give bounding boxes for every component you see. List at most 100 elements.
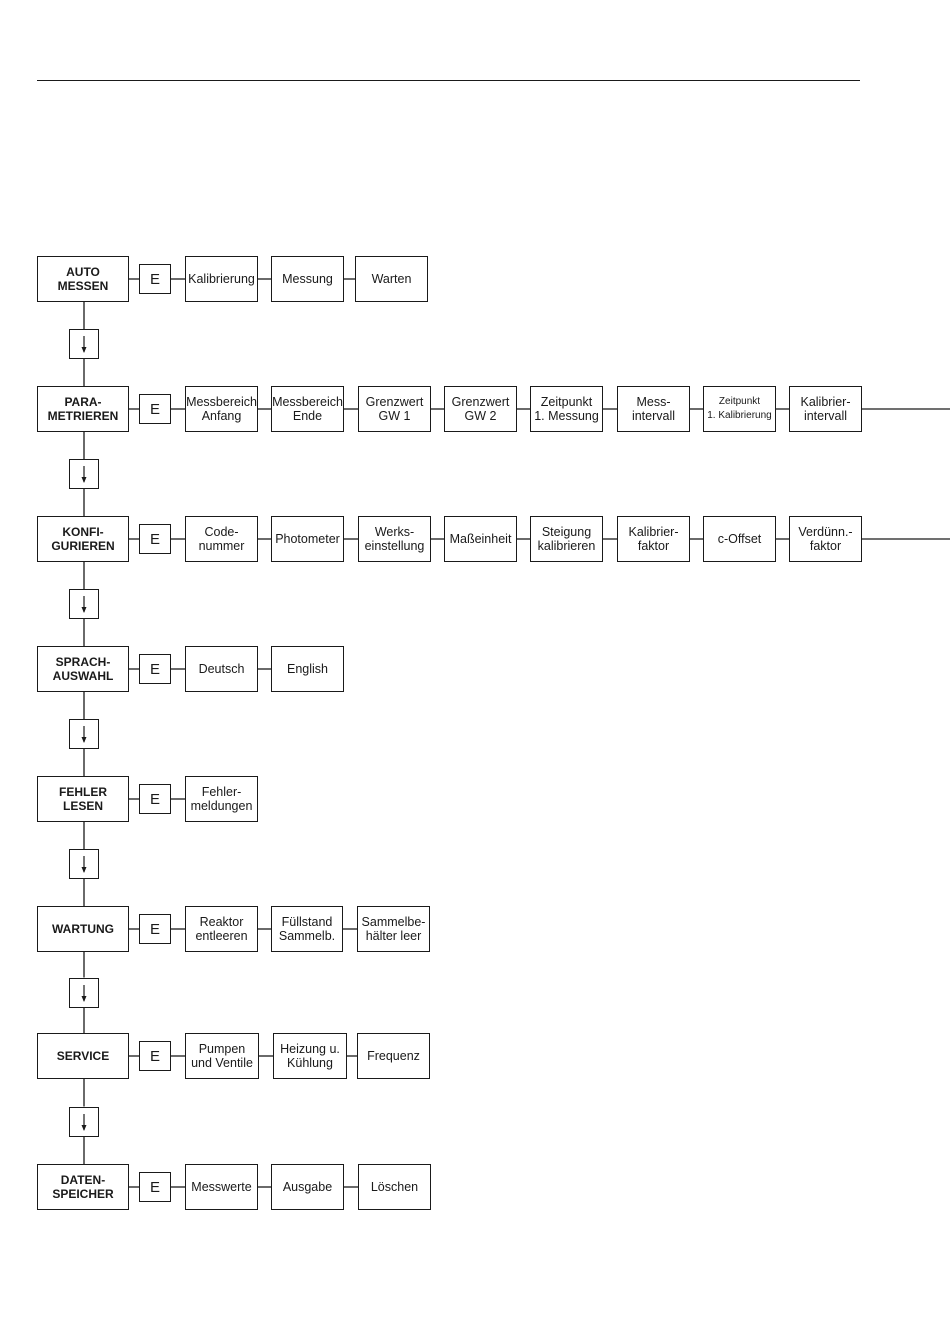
page-top-rule xyxy=(37,80,860,81)
enter-key-1-label: E xyxy=(149,270,160,288)
menu-main-2-label: PARA- METRIEREN xyxy=(47,395,119,423)
submenu-item-7-1[interactable]: Pumpen und Ventile xyxy=(185,1033,259,1079)
enter-key-1[interactable]: E xyxy=(139,264,171,294)
submenu-item-6-1[interactable]: Reaktor entleeren xyxy=(185,906,258,952)
menu-main-3-label: KONFI- GURIEREN xyxy=(51,525,115,553)
menu-main-1[interactable]: AUTO MESSEN xyxy=(37,256,129,302)
submenu-item-8-1-label: Messwerte xyxy=(191,1180,252,1194)
submenu-item-3-2[interactable]: Photometer xyxy=(271,516,344,562)
menu-main-1-label: AUTO MESSEN xyxy=(57,265,109,293)
submenu-item-3-5-label: Steigung kalibrieren xyxy=(537,525,596,553)
menu-main-6[interactable]: WARTUNG xyxy=(37,906,129,952)
down-arrow-key-5[interactable] xyxy=(69,849,99,879)
down-arrow-key-7[interactable] xyxy=(69,1106,99,1137)
menu-main-5-label: FEHLER LESEN xyxy=(59,785,107,813)
down-arrow-key-4[interactable] xyxy=(69,719,99,749)
submenu-item-8-3-label: Löschen xyxy=(370,1180,419,1194)
submenu-item-6-2[interactable]: Füllstand Sammelb. xyxy=(271,906,343,952)
submenu-item-2-6-label: Mess- intervall xyxy=(631,395,676,423)
enter-key-6[interactable]: E xyxy=(139,914,171,944)
submenu-item-2-1[interactable]: Messbereich Anfang xyxy=(185,386,258,432)
submenu-item-3-8[interactable]: Verdünn.- faktor xyxy=(789,516,862,562)
submenu-item-2-2-label: Messbereich Ende xyxy=(272,395,343,423)
submenu-item-2-5-label: Zeitpunkt 1. Messung xyxy=(534,395,599,423)
submenu-item-3-5[interactable]: Steigung kalibrieren xyxy=(530,516,603,562)
submenu-item-1-3[interactable]: Warten xyxy=(355,256,428,302)
submenu-item-7-2[interactable]: Heizung u. Kühlung xyxy=(273,1033,347,1079)
submenu-item-4-1-label: Deutsch xyxy=(198,662,245,676)
submenu-item-7-1-label: Pumpen und Ventile xyxy=(191,1042,253,1070)
menu-main-3[interactable]: KONFI- GURIEREN xyxy=(37,516,129,562)
menu-main-4-label: SPRACH- AUSWAHL xyxy=(52,655,114,683)
submenu-item-8-1[interactable]: Messwerte xyxy=(185,1164,258,1210)
enter-key-8[interactable]: E xyxy=(139,1172,171,1202)
enter-key-2[interactable]: E xyxy=(139,394,171,424)
submenu-item-1-2-label: Messung xyxy=(282,272,333,286)
submenu-item-4-2-label: English xyxy=(287,662,328,676)
submenu-item-3-1[interactable]: Code- nummer xyxy=(185,516,258,562)
submenu-item-3-8-label: Verdünn.- faktor xyxy=(798,525,853,553)
submenu-item-2-4-label: Grenzwert GW 2 xyxy=(451,395,510,423)
submenu-item-3-7[interactable]: c-Offset xyxy=(703,516,776,562)
submenu-item-6-3[interactable]: Sammelbe- hälter leer xyxy=(357,906,430,952)
submenu-item-6-3-label: Sammelbe- hälter leer xyxy=(361,915,426,943)
submenu-item-4-2[interactable]: English xyxy=(271,646,344,692)
enter-key-8-label: E xyxy=(149,1178,160,1196)
arrow-down-icon xyxy=(81,1113,87,1131)
down-arrow-key-2[interactable] xyxy=(69,459,99,489)
submenu-item-3-3[interactable]: Werks- einstellung xyxy=(358,516,431,562)
submenu-item-1-3-label: Warten xyxy=(371,272,412,286)
submenu-item-2-3-label: Grenzwert GW 1 xyxy=(365,395,424,423)
submenu-item-8-3[interactable]: Löschen xyxy=(358,1164,431,1210)
submenu-item-6-2-label: Füllstand Sammelb. xyxy=(278,915,336,943)
submenu-item-8-2[interactable]: Ausgabe xyxy=(271,1164,344,1210)
menu-main-8-label: DATEN- SPEICHER xyxy=(52,1173,114,1201)
submenu-item-5-1[interactable]: Fehler- meldungen xyxy=(185,776,258,822)
submenu-item-2-8-label: Kalibrier- intervall xyxy=(800,395,851,423)
submenu-item-3-1-label: Code- nummer xyxy=(198,525,245,553)
enter-key-3[interactable]: E xyxy=(139,524,171,554)
menu-main-7-label: SERVICE xyxy=(56,1049,110,1063)
enter-key-3-label: E xyxy=(149,530,160,548)
enter-key-7[interactable]: E xyxy=(139,1041,171,1071)
submenu-item-3-6-label: Kalibrier- faktor xyxy=(628,525,679,553)
enter-key-4-label: E xyxy=(149,660,160,678)
submenu-item-3-2-label: Photometer xyxy=(275,532,340,546)
enter-key-5-label: E xyxy=(149,790,160,808)
down-arrow-key-1[interactable] xyxy=(69,329,99,359)
arrow-down-icon xyxy=(81,726,87,743)
arrow-down-icon xyxy=(81,336,87,353)
enter-key-4[interactable]: E xyxy=(139,654,171,684)
submenu-item-2-1-label: Messbereich Anfang xyxy=(186,395,257,423)
submenu-item-2-4[interactable]: Grenzwert GW 2 xyxy=(444,386,517,432)
down-arrow-key-3[interactable] xyxy=(69,589,99,619)
submenu-item-2-3[interactable]: Grenzwert GW 1 xyxy=(358,386,431,432)
arrow-down-icon xyxy=(81,466,87,483)
menu-main-4[interactable]: SPRACH- AUSWAHL xyxy=(37,646,129,692)
submenu-item-3-6[interactable]: Kalibrier- faktor xyxy=(617,516,690,562)
submenu-item-2-8[interactable]: Kalibrier- intervall xyxy=(789,386,862,432)
submenu-item-7-3[interactable]: Frequenz xyxy=(357,1033,430,1079)
submenu-item-1-2[interactable]: Messung xyxy=(271,256,344,302)
down-arrow-key-6[interactable] xyxy=(69,977,99,1008)
submenu-item-3-4-label: Maßeinheit xyxy=(449,532,512,546)
submenu-item-2-7[interactable]: Zeitpunkt 1. Kalibrierung xyxy=(703,386,776,432)
submenu-item-7-2-label: Heizung u. Kühlung xyxy=(280,1042,340,1070)
enter-key-5[interactable]: E xyxy=(139,784,171,814)
submenu-item-2-5[interactable]: Zeitpunkt 1. Messung xyxy=(530,386,603,432)
arrow-down-icon xyxy=(81,984,87,1002)
submenu-item-2-7-label: Zeitpunkt 1. Kalibrierung xyxy=(707,396,772,421)
submenu-item-5-1-label: Fehler- meldungen xyxy=(190,785,253,813)
menu-main-8[interactable]: DATEN- SPEICHER xyxy=(37,1164,129,1210)
submenu-item-2-6[interactable]: Mess- intervall xyxy=(617,386,690,432)
menu-main-7[interactable]: SERVICE xyxy=(37,1033,129,1079)
submenu-item-3-4[interactable]: Maßeinheit xyxy=(444,516,517,562)
submenu-item-2-2[interactable]: Messbereich Ende xyxy=(271,386,344,432)
enter-key-6-label: E xyxy=(149,920,160,938)
menu-main-5[interactable]: FEHLER LESEN xyxy=(37,776,129,822)
menu-main-2[interactable]: PARA- METRIEREN xyxy=(37,386,129,432)
arrow-down-icon xyxy=(81,596,87,613)
submenu-item-1-1[interactable]: Kalibrierung xyxy=(185,256,258,302)
submenu-item-4-1[interactable]: Deutsch xyxy=(185,646,258,692)
